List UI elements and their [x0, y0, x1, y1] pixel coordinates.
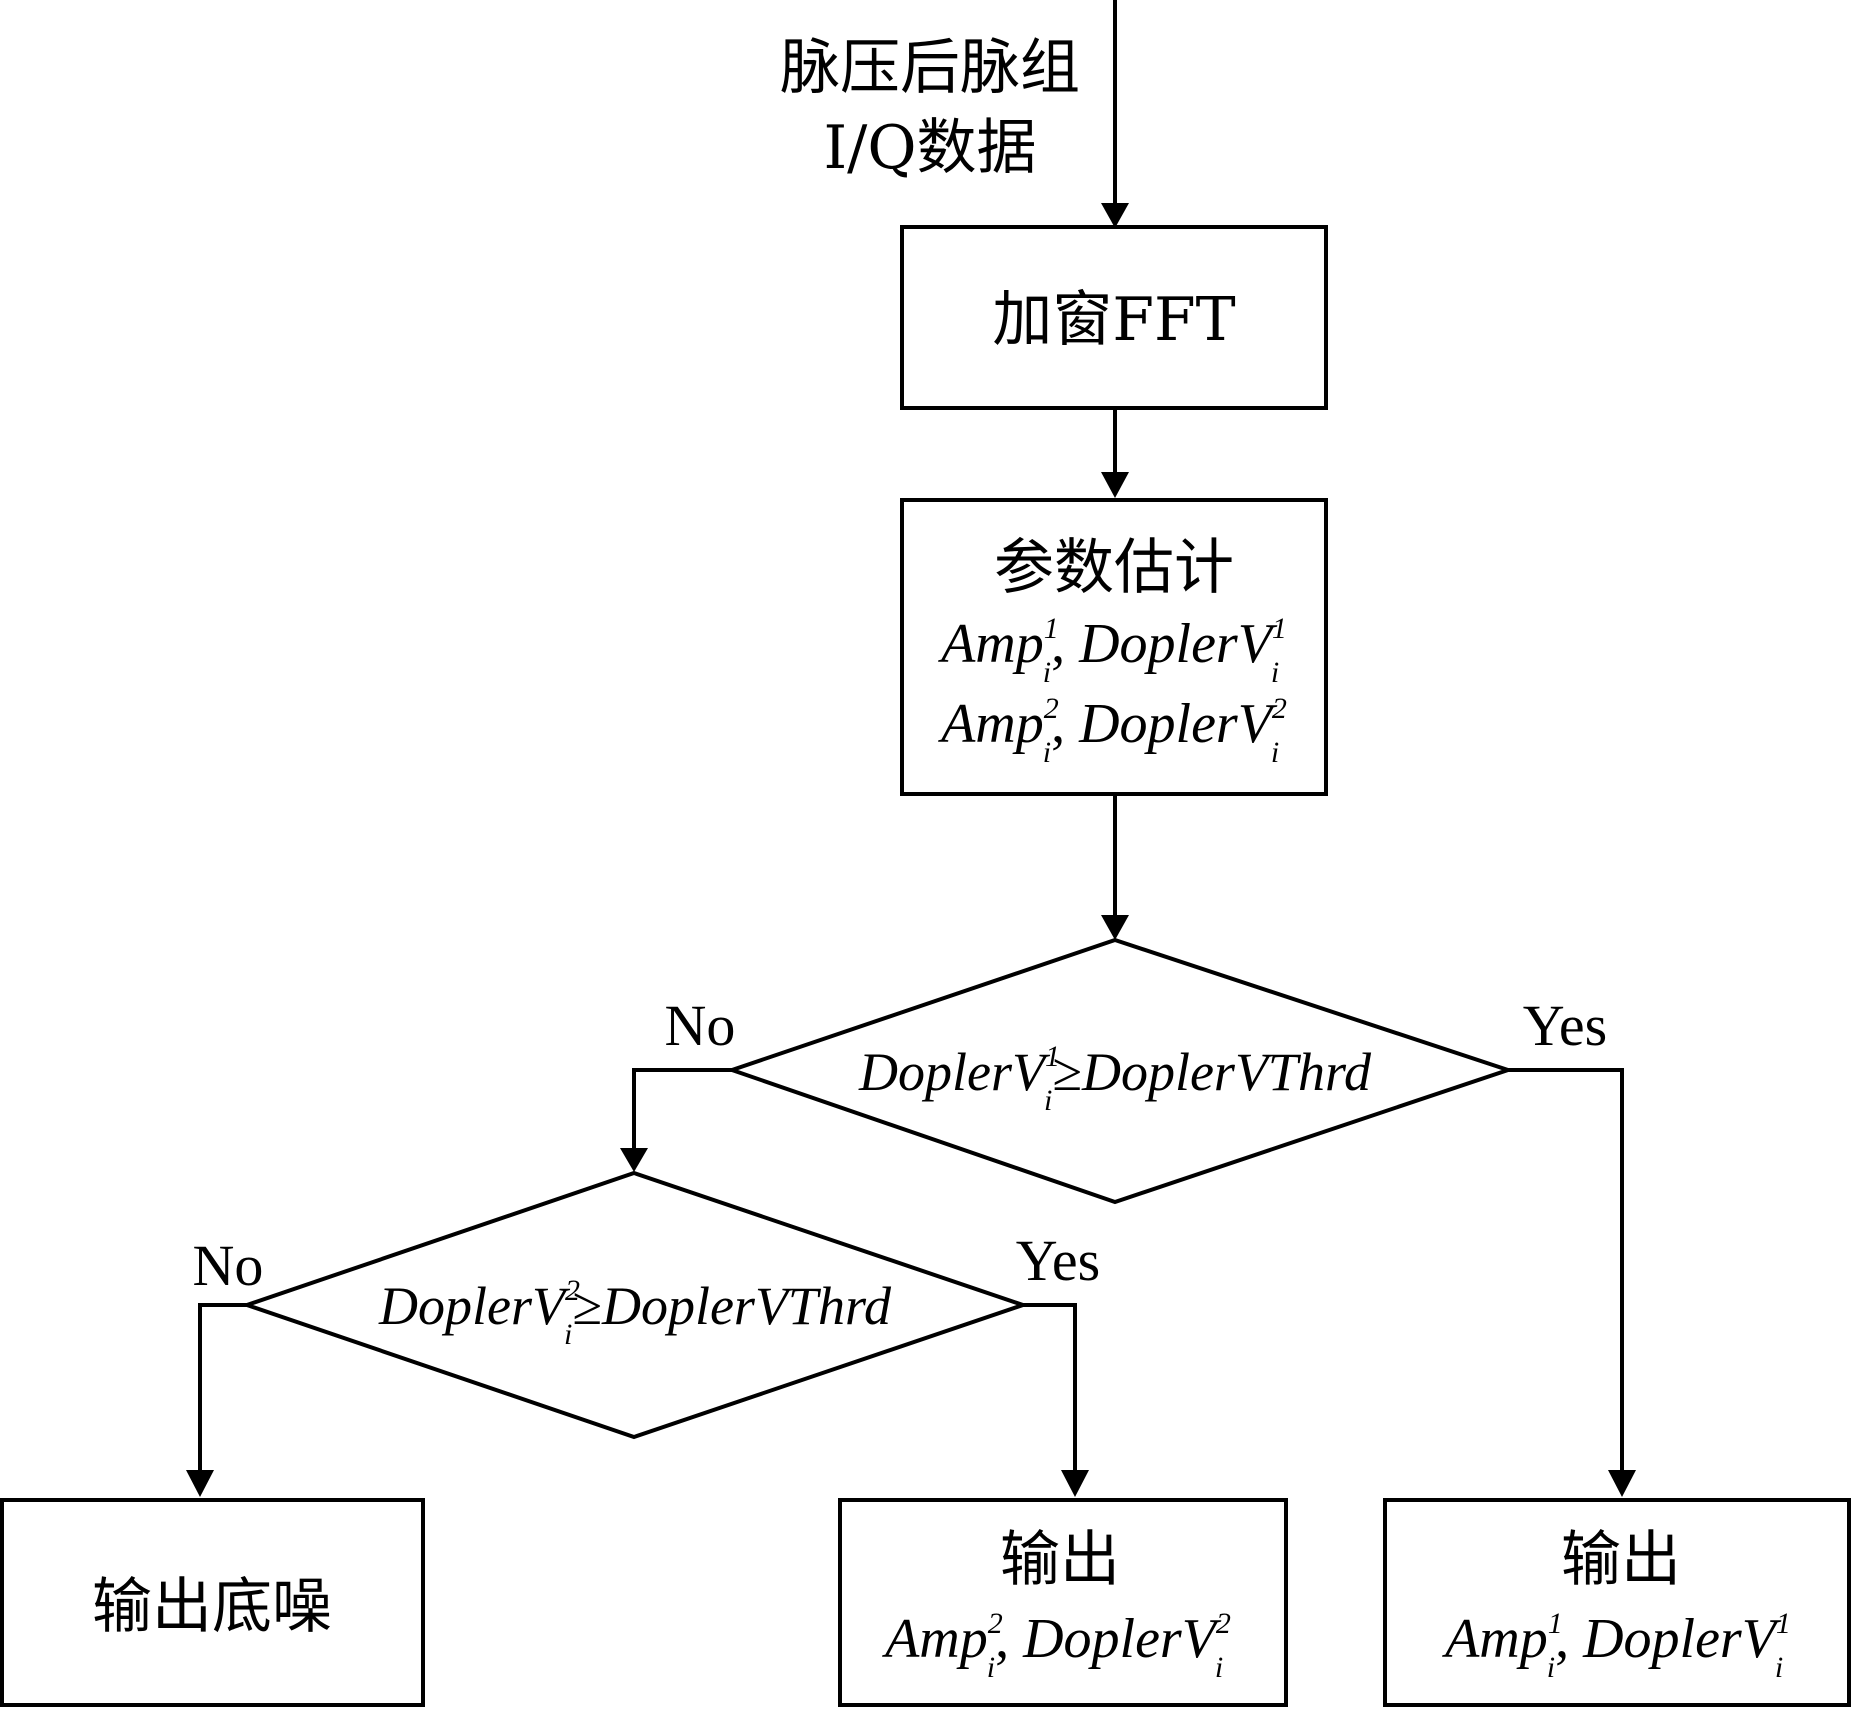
decision2-condition: DoplerV2 i≥DoplerVThrd: [378, 1274, 892, 1351]
out1-box: [1383, 1498, 1851, 1707]
d1-lhs-sup: 1: [1045, 1040, 1060, 1073]
dop2-sup: 2: [1272, 692, 1287, 725]
input-label-line2: I/Q数据: [823, 113, 1036, 183]
input-label-line1: 脉压后脉组: [780, 33, 1080, 103]
edge-decision1-yes: [1508, 1068, 1624, 1472]
decision1-node: DoplerV1 i≥DoplerVThrd: [725, 937, 1515, 1205]
amp2-sub: i: [1043, 736, 1051, 769]
sep2: ,: [1051, 693, 1079, 755]
estimate-title: 参数估计: [994, 533, 1234, 603]
out1-amp-sub: i: [1547, 1651, 1555, 1684]
fft-node: 加窗FFT: [900, 225, 1328, 410]
out1-title: 输出: [1561, 1525, 1681, 1595]
out2-amp-sup: 2: [988, 1607, 1003, 1640]
out-noise-label: 输出底噪: [92, 1572, 332, 1642]
amp1-sub: i: [1043, 656, 1051, 689]
decision2-diamond: [240, 1170, 1030, 1440]
out2-amp-sub: i: [987, 1651, 995, 1684]
out1-dop-base: DoplerV: [1582, 1608, 1782, 1670]
fft-label: 加窗FFT: [992, 285, 1235, 355]
arrowhead-decision2-yes: [1061, 1470, 1089, 1497]
d1-lhs-sub: i: [1044, 1084, 1052, 1117]
d1-rhs: DoplerVThrd: [1081, 1042, 1372, 1102]
decision1-diamond: [725, 937, 1515, 1205]
decision2-node: DoplerV2 i≥DoplerVThrd: [240, 1170, 1030, 1440]
decision1-condition: DoplerV1 i≥DoplerVThrd: [858, 1040, 1372, 1117]
dop1-base: DoplerV: [1078, 613, 1278, 675]
fft-box: [900, 225, 1328, 410]
edge-decision2-no: [198, 1303, 247, 1472]
d1-lhs-base: DoplerV: [858, 1042, 1051, 1102]
out1-dop-sub: i: [1775, 1651, 1783, 1684]
d2-lhs-sub: i: [564, 1318, 572, 1351]
out2-sep: ,: [995, 1608, 1023, 1670]
out2-dop-sup: 2: [1216, 1607, 1231, 1640]
dop2-sub: i: [1271, 736, 1279, 769]
out2-dop-base: DoplerV: [1022, 1608, 1222, 1670]
edge-decision1-no: [632, 1068, 732, 1150]
arrowhead-decision2-no: [186, 1470, 214, 1497]
out1-amp-base: Amp: [1441, 1608, 1548, 1670]
amp1-base: Amp: [937, 613, 1044, 675]
arrowhead-estimate-decision1: [1101, 915, 1129, 940]
amp2-base: Amp: [937, 693, 1044, 755]
amp2-sup: 2: [1044, 692, 1059, 725]
arrowhead-decision1-no: [620, 1148, 648, 1172]
dop1-sup: 1: [1272, 612, 1287, 645]
edge-decision2-yes: [1023, 1303, 1077, 1472]
dop2-base: DoplerV: [1078, 693, 1278, 755]
arrowhead-input: [1101, 203, 1129, 228]
input-label: 脉压后脉组 I/Q数据: [780, 33, 1080, 183]
out1-dop-sup: 1: [1776, 1607, 1791, 1640]
edge-labels: No Yes No Yes: [193, 993, 1608, 1298]
out2-dop-sub: i: [1215, 1651, 1223, 1684]
estimate-box: [900, 498, 1328, 796]
decision1-yes-label: Yes: [1523, 993, 1607, 1058]
arrowhead-decision1-yes: [1608, 1470, 1636, 1497]
d2-rhs: DoplerVThrd: [601, 1276, 892, 1336]
out2-box: [838, 1498, 1288, 1707]
out2-amp-base: Amp: [881, 1608, 988, 1670]
sep1: ,: [1051, 613, 1079, 675]
out1-amp-sup: 1: [1548, 1607, 1563, 1640]
arrowhead-fft-estimate: [1101, 472, 1129, 498]
out1-sep: ,: [1555, 1608, 1583, 1670]
decision2-no-label: No: [193, 1233, 264, 1298]
d1-op: ≥: [1052, 1042, 1082, 1102]
d2-lhs-sup: 2: [565, 1274, 580, 1307]
dop1-sub: i: [1271, 656, 1279, 689]
out-noise-node: 输出底噪: [0, 1498, 425, 1707]
edges: [186, 0, 1636, 1497]
d2-lhs-base: DoplerV: [378, 1276, 571, 1336]
d2-op: ≥: [572, 1276, 602, 1336]
decision1-no-label: No: [665, 993, 736, 1058]
amp1-sup: 1: [1044, 612, 1059, 645]
out-noise-box: [0, 1498, 425, 1707]
out2-title: 输出: [1000, 1525, 1120, 1595]
decision2-yes-label: Yes: [1016, 1228, 1100, 1293]
